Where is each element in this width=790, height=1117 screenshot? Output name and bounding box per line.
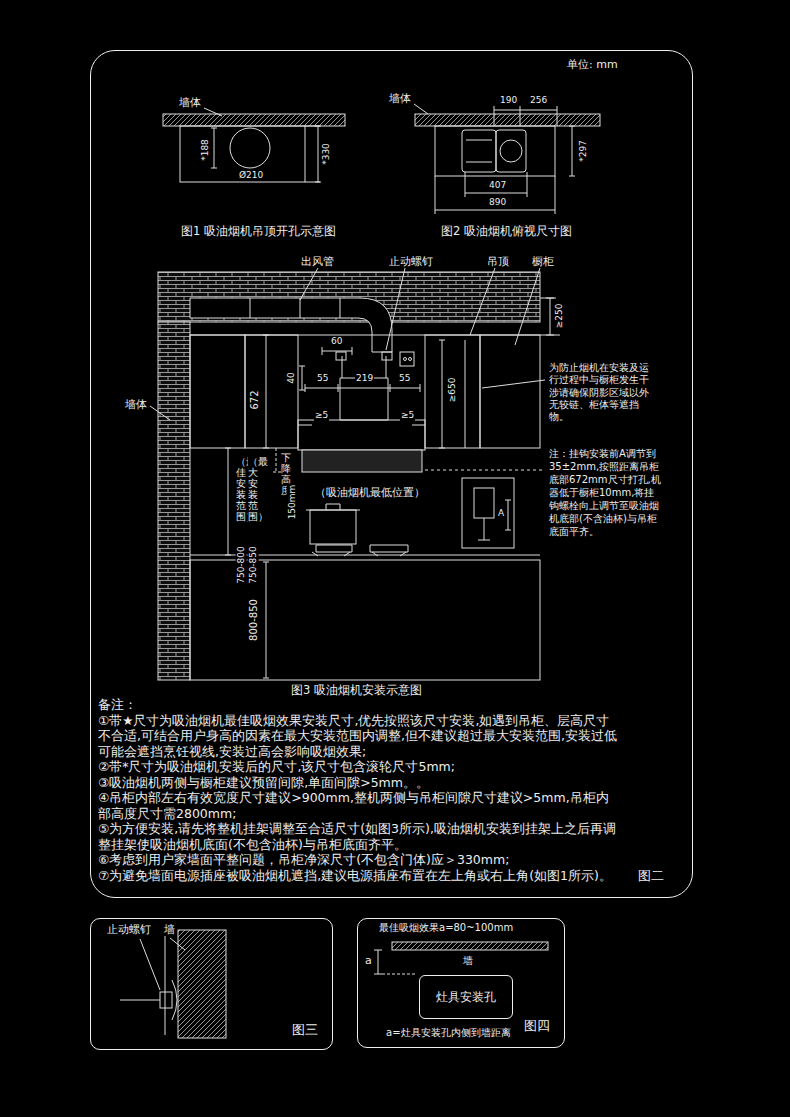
part-label: 图2 吸油烟机俯视尺寸图	[440, 225, 573, 239]
dimension-label: Ø210	[238, 170, 264, 181]
dimension-label: 750-800	[236, 545, 247, 585]
top-view-figure	[414, 104, 600, 214]
notes-block: 备注：①带★尺寸为吸油烟机最佳吸烟效果安装尺寸,优先按照该尺寸安装,如遇到吊柜、…	[98, 697, 618, 883]
dimension-label: ≥5	[400, 410, 415, 421]
dimension-label: 60	[330, 336, 343, 347]
dimension-label: ≥650	[447, 377, 458, 404]
node-text: 图三	[292, 1021, 318, 1039]
part-label: 墙体	[124, 398, 148, 411]
part-label: （吸油烟机最低位置）	[314, 486, 426, 499]
dimension-label: 190	[499, 95, 518, 106]
node-text: 图四	[524, 1017, 550, 1035]
note-text: 注：挂钩安装前A调节到35±2mm,按照距离吊柜底部672mm尺寸打孔,机器低于…	[548, 447, 662, 538]
part-label: 橱柜	[531, 255, 555, 268]
part-label: 止动螺钉	[106, 923, 152, 936]
note-text: 为防止烟机在安装及运行过程中与橱柜发生干涉请确保阴影区域以外无较链、柜体等遮挡物…	[548, 362, 655, 424]
dimension-label: ≥5	[314, 410, 329, 421]
dimension-label: 800-850	[248, 598, 260, 642]
dimension-label: A	[497, 508, 505, 519]
part-label: 墙	[462, 955, 474, 967]
dimension-label: 150mm	[287, 484, 298, 521]
part-label: 最佳吸烟效果a=80~100mm	[378, 922, 514, 934]
note-line: ④吊柜内部左右有效宽度尺寸建议>900mm,整机两侧与吊柜间隙尺寸建议>5mm,…	[98, 790, 618, 821]
ceiling-hole-figure	[163, 108, 345, 182]
dimension-label: a	[364, 954, 373, 967]
stop-screw-figure	[120, 930, 226, 1038]
dimension-label: 219	[355, 373, 374, 384]
dimension-label: 55	[398, 373, 411, 384]
note-line: ⑥考虑到用户家墙面平整问题，吊柜净深尺寸(不包含门体)应＞330mm;	[98, 852, 618, 868]
dimension-label: *188	[200, 138, 211, 162]
stove-distance-figure	[374, 942, 548, 974]
dimension-label: 256	[529, 95, 548, 106]
dimension-label: 750-850	[248, 545, 259, 585]
dimension-label: 890	[488, 197, 507, 208]
dimension-label: 672	[249, 389, 261, 410]
dimension-label: *330	[321, 142, 332, 166]
part-label: 单位: mm	[566, 58, 619, 71]
dimension-label: 40	[286, 371, 297, 384]
dimension-label: *297	[578, 139, 589, 163]
node-text: 灶具安装孔	[436, 989, 496, 1006]
stove-hole-box: 灶具安装孔	[419, 975, 513, 1019]
note-line: ③吸油烟机两侧与橱柜建议预留间隙,单面间隙>5mm。。	[98, 775, 618, 791]
part-label: 墙体	[178, 96, 202, 109]
part-label: a=灶具安装孔内侧到墙距离	[385, 1027, 512, 1039]
part-label: （最大安装范围）	[248, 456, 258, 522]
part-label: 止动螺钉	[388, 255, 434, 268]
part-label: 出风管	[300, 255, 335, 268]
part-label: （最佳安装范围）	[236, 456, 246, 522]
part-label: 墙体	[388, 92, 412, 105]
node-text: 图二	[638, 867, 664, 885]
part-label: 图3 吸油烟机安装示意图	[290, 684, 423, 698]
note-line: ②带*尺寸为吸油烟机安装后的尺寸,该尺寸包含滚轮尺寸5mm;	[98, 759, 618, 775]
note-line: 备注：	[98, 697, 618, 713]
figure-panel: 图三	[90, 918, 333, 1050]
install-figure	[150, 268, 560, 680]
part-label: 吊顶	[486, 255, 510, 268]
note-line: ①带★尺寸为吸油烟机最佳吸烟效果安装尺寸,优先按照该尺寸安装,如遇到吊柜、层高尺…	[98, 713, 618, 760]
part-label: 墙	[163, 923, 176, 936]
part-label: 图1 吸油烟机吊顶开孔示意图	[180, 225, 337, 239]
dimension-label: 407	[488, 180, 507, 191]
dimension-label: ≥250	[554, 303, 565, 330]
note-line: ⑦为避免墙面电源插座被吸油烟机遮挡,建议电源插座布置在左上角或右上角(如图1所示…	[98, 868, 618, 884]
dimension-label: 55	[316, 373, 329, 384]
note-line: ⑤为方便安装,请先将整机挂架调整至合适尺寸(如图3所示),吸油烟机安装到挂架上之…	[98, 821, 618, 852]
